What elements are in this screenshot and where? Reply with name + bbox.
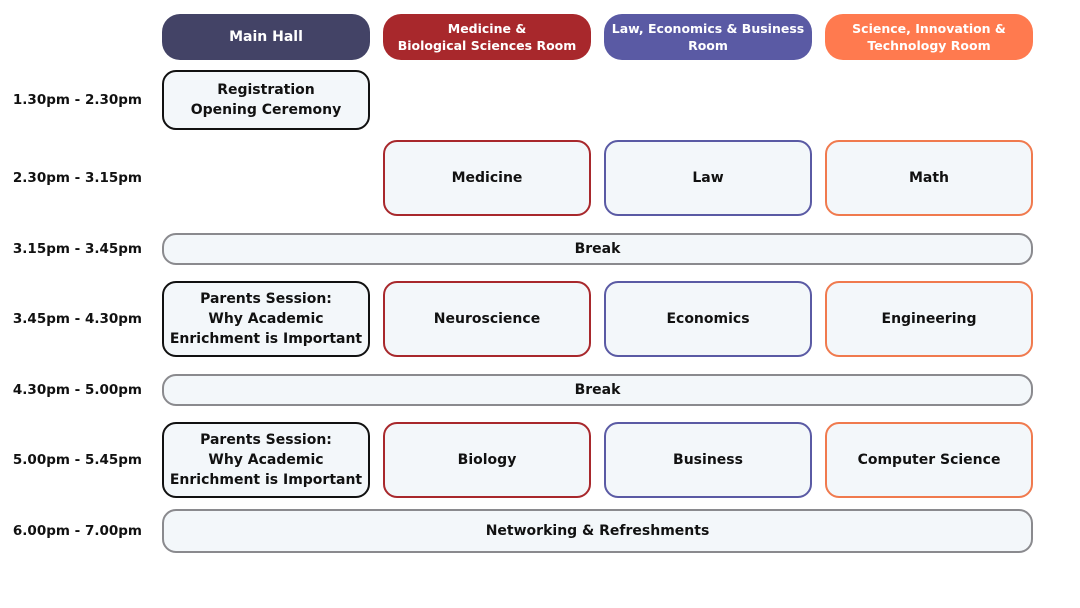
time-slot-1: 1.30pm - 2.30pm: [12, 92, 142, 108]
time-slot-5: 4.30pm - 5.00pm: [12, 382, 142, 398]
session-medicine: Medicine: [383, 140, 591, 216]
session-registration-opening-ceremony: Registration Opening Ceremony: [162, 70, 370, 130]
room-header-medicine: Medicine & Biological Sciences Room: [383, 14, 591, 60]
session-break-1: Break: [162, 233, 1033, 265]
session-parents-2: Parents Session: Why Academic Enrichment…: [162, 422, 370, 498]
session-math: Math: [825, 140, 1033, 216]
room-header-main-hall: Main Hall: [162, 14, 370, 60]
time-slot-4: 3.45pm - 4.30pm: [12, 311, 142, 327]
session-break-2: Break: [162, 374, 1033, 406]
session-computer-science: Computer Science: [825, 422, 1033, 498]
session-law: Law: [604, 140, 812, 216]
session-biology: Biology: [383, 422, 591, 498]
time-slot-3: 3.15pm - 3.45pm: [12, 241, 142, 257]
time-slot-2: 2.30pm - 3.15pm: [12, 170, 142, 186]
session-business: Business: [604, 422, 812, 498]
time-slot-6: 5.00pm - 5.45pm: [12, 452, 142, 468]
session-parents-1: Parents Session: Why Academic Enrichment…: [162, 281, 370, 357]
room-header-law-economics-business: Law, Economics & Business Room: [604, 14, 812, 60]
session-networking-refreshments: Networking & Refreshments: [162, 509, 1033, 553]
room-header-science-innovation-technology: Science, Innovation & Technology Room: [825, 14, 1033, 60]
session-neuroscience: Neuroscience: [383, 281, 591, 357]
session-engineering: Engineering: [825, 281, 1033, 357]
session-economics: Economics: [604, 281, 812, 357]
time-slot-7: 6.00pm - 7.00pm: [12, 523, 142, 539]
